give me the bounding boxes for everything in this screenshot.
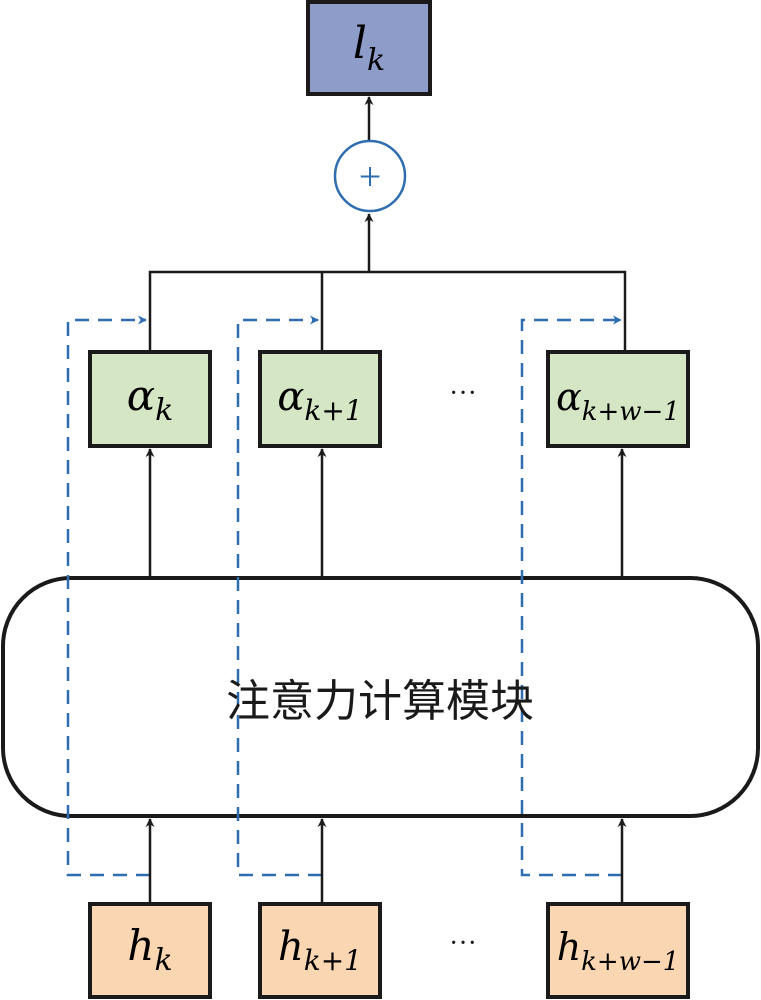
skip-connections: [66, 315, 622, 877]
attention-module: [1, 576, 760, 818]
output-node: lk: [306, 0, 432, 96]
skip-connection-k: [66, 315, 150, 877]
attention-module-label: 注意力计算模块: [226, 676, 534, 727]
skip-connection-k-plus-1: [236, 315, 322, 877]
input-label: hk+w−1: [557, 925, 680, 977]
weight-label: αk+w−1: [556, 375, 680, 427]
input-box: [88, 902, 212, 999]
weight-box: [546, 350, 690, 448]
weight-node-k: αk: [88, 350, 212, 448]
collector-bus: [148, 270, 627, 352]
output-box: [306, 0, 432, 96]
inputs-ellipsis: ···: [449, 928, 477, 959]
weight-label: αk: [127, 371, 174, 428]
input-node-k-plus-1: hk+1: [258, 902, 382, 999]
input-node-k: hk: [88, 902, 212, 999]
input-label: hk+1: [278, 924, 362, 977]
adder-circle: [333, 139, 407, 213]
weights-ellipsis: ···: [449, 378, 477, 409]
weight-node-k-plus-w-minus-1: αk+w−1: [546, 350, 690, 448]
skip-connection-k-plus-w-minus-1: [520, 315, 622, 877]
output-label: lk: [353, 18, 385, 78]
weight-box: [258, 350, 382, 448]
input-label: hk: [127, 921, 172, 978]
input-box: [546, 902, 690, 999]
adder-plus-icon: +: [359, 154, 382, 199]
weight-node-k-plus-1: αk+1: [258, 350, 382, 448]
weight-box: [88, 350, 212, 448]
attention-module-box: [1, 576, 760, 818]
input-node-k-plus-w-minus-1: hk+w−1: [546, 902, 690, 999]
weight-label: αk+1: [277, 374, 362, 427]
adder-node: +: [333, 139, 407, 213]
input-box: [258, 902, 382, 999]
